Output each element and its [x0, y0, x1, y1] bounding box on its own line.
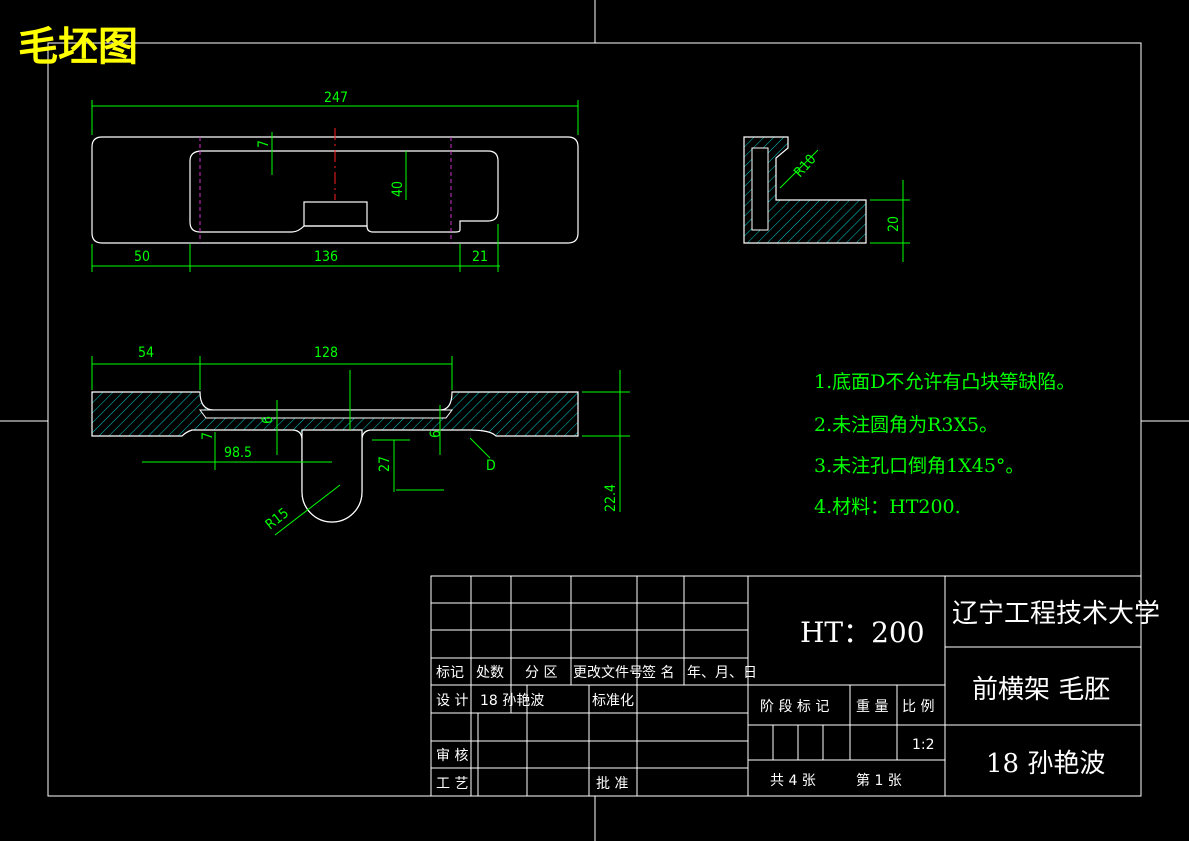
tb-student: 18 孙艳波 — [986, 749, 1105, 779]
tb-scale: 1:2 — [912, 737, 935, 753]
dim-h27: 27 — [377, 456, 393, 472]
surface-label-d: D — [486, 458, 496, 474]
tb-header-zone: 分 区 — [525, 665, 557, 681]
note-2: 2.未注圆角为R3X5。 — [814, 414, 998, 436]
dim-radius-r15: R15 — [263, 505, 292, 533]
sheet-title: 毛坯图 — [18, 24, 138, 70]
tb-standardization: 标准化 — [592, 693, 634, 709]
side-view: R10 20 — [743, 136, 910, 262]
tb-material: HT：200 — [800, 616, 925, 649]
dim-h22-4: 22.4 — [603, 484, 619, 512]
section-view: 54 128 98.5 7 6 6 27 22.4 R15 D — [91, 345, 630, 536]
tb-part-name: 前横架 毛胚 — [972, 675, 1110, 705]
tb-sheets-total: 共 4 张 — [770, 773, 816, 789]
tb-header-change-doc: 更改文件号 — [573, 665, 643, 681]
dim-h6-right: 6 — [428, 430, 444, 438]
tb-design-label: 设 计 — [436, 693, 468, 709]
tb-scale-label: 比 例 — [902, 699, 934, 715]
dim-section-middle: 128 — [314, 345, 338, 361]
tb-header-mark: 标记 — [436, 665, 464, 681]
dim-height-20: 20 — [886, 216, 902, 232]
technical-notes: 1.底面D不允许有凸块等缺陷。 2.未注圆角为R3X5。 3.未注孔口倒角1X4… — [814, 371, 1075, 518]
tb-review: 审 核 — [436, 748, 468, 764]
dim-right-offset: 21 — [472, 249, 488, 265]
tb-header-count: 处数 — [476, 665, 504, 681]
note-1: 1.底面D不允许有凸块等缺陷。 — [814, 371, 1075, 393]
note-4: 4.材料：HT200. — [814, 496, 961, 518]
tb-process: 工 艺 — [436, 776, 468, 792]
dim-h7: 7 — [200, 432, 216, 440]
dim-radius-r10: R10 — [791, 152, 819, 181]
dim-slot-height: 40 — [390, 181, 406, 197]
tb-header-date: 年、月、日 — [687, 665, 757, 681]
top-view: 247 50 136 21 40 7 — [91, 90, 579, 272]
dim-overall-length: 247 — [324, 90, 348, 106]
dim-middle-length: 136 — [314, 249, 338, 265]
tb-header-signature: 签 名 — [642, 664, 674, 681]
tb-designer: 18 孙艳波 — [480, 693, 544, 709]
title-block: 标记 处数 分 区 更改文件号 签 名 年、月、日 设 计 18 孙艳波 标准化… — [430, 575, 1160, 797]
dim-offset-98-5: 98.5 — [224, 445, 252, 461]
tb-weight: 重 量 — [856, 699, 888, 715]
dim-small-7: 7 — [256, 140, 272, 148]
dim-h6-left: 6 — [260, 416, 276, 424]
dim-left-offset: 50 — [134, 249, 150, 265]
tb-stage-mark: 阶 段 标 记 — [760, 699, 829, 715]
tb-university: 辽宁工程技术大学 — [952, 599, 1160, 629]
tb-approve: 批 准 — [596, 776, 628, 792]
note-3: 3.未注孔口倒角1X45°。 — [814, 455, 1024, 477]
tb-sheet-number: 第 1 张 — [856, 772, 902, 789]
dim-section-left: 54 — [138, 345, 154, 361]
